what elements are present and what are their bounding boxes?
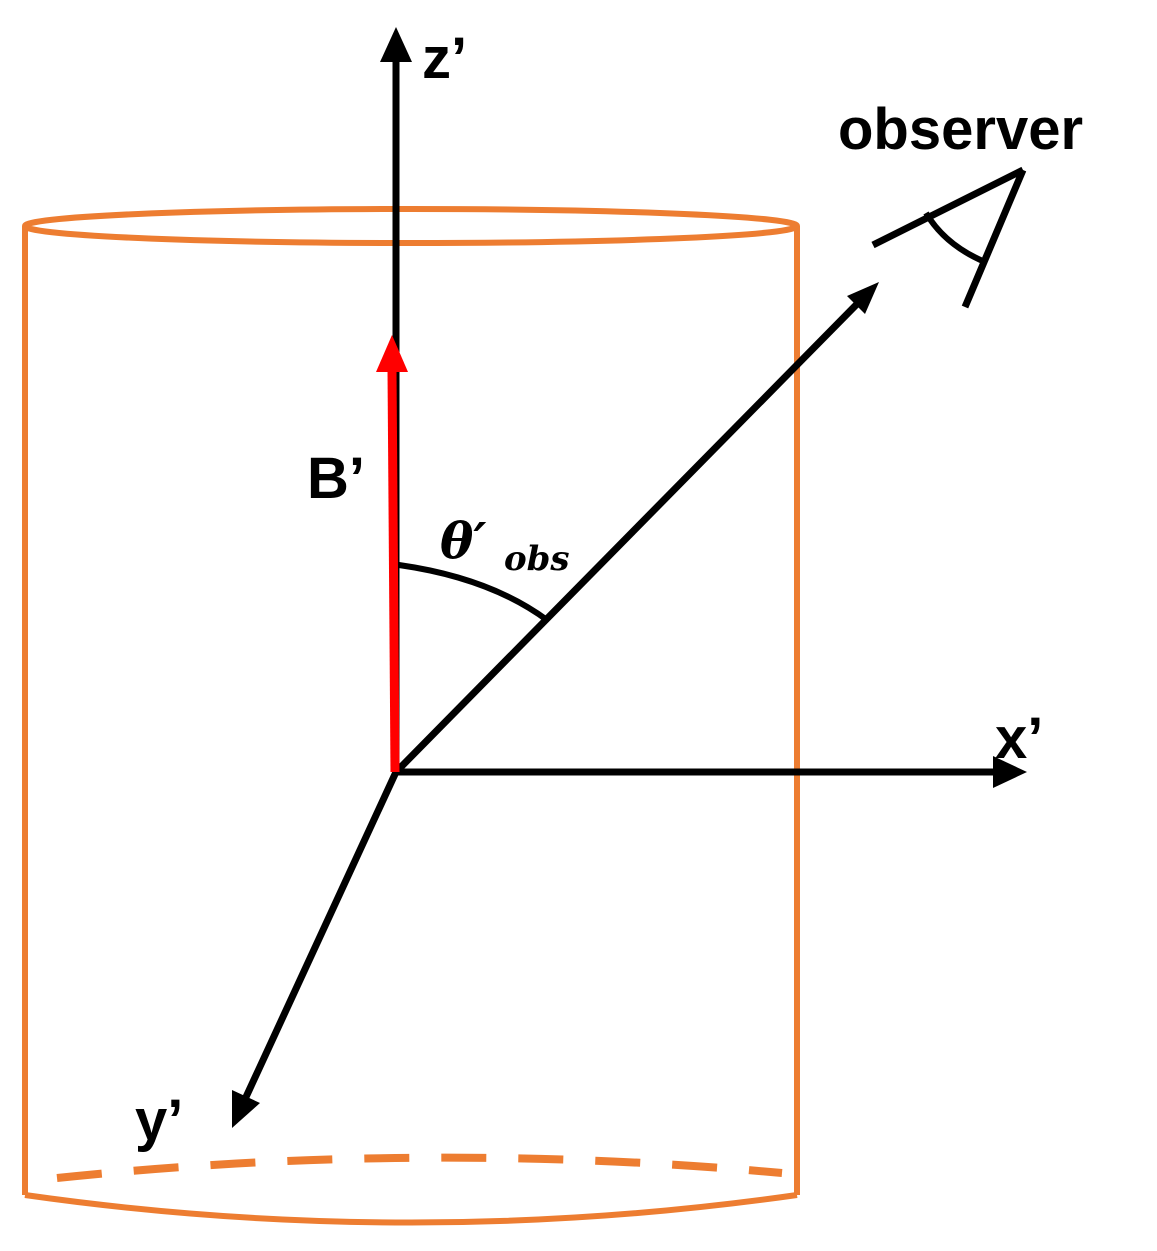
z-axis-arrowhead <box>380 27 412 62</box>
cylinder-bottom-back-dashed <box>56 1153 783 1182</box>
cylinder-top-ellipse <box>22 206 800 246</box>
eye-icon <box>871 166 1027 309</box>
field-vector <box>376 335 408 773</box>
y-axis-line <box>242 770 400 1099</box>
observer-label: observer <box>838 97 1083 162</box>
angle-arc <box>398 562 549 623</box>
field-vector-arrowhead <box>376 335 408 372</box>
observer-direction-arrowhead <box>847 282 879 314</box>
cylinder <box>22 206 800 1226</box>
y-axis-label: y’ <box>135 1088 183 1153</box>
angle-subscript: obs <box>504 539 570 579</box>
z-axis-label: z’ <box>422 26 467 91</box>
angle-symbol: θ′ <box>440 511 487 570</box>
x-axis <box>396 756 1027 788</box>
x-axis-label: x’ <box>995 706 1043 771</box>
y-axis <box>232 770 400 1128</box>
field-vector-line <box>387 369 400 773</box>
cylinder-bottom-front <box>24 1192 798 1226</box>
x-axis-arrowhead <box>993 756 1027 788</box>
observer-direction-line <box>393 300 861 775</box>
y-axis-arrowhead <box>232 1090 260 1128</box>
observer-direction <box>393 282 879 775</box>
angle-label: θ′ obs <box>440 511 570 579</box>
field-label: B’ <box>307 446 365 511</box>
